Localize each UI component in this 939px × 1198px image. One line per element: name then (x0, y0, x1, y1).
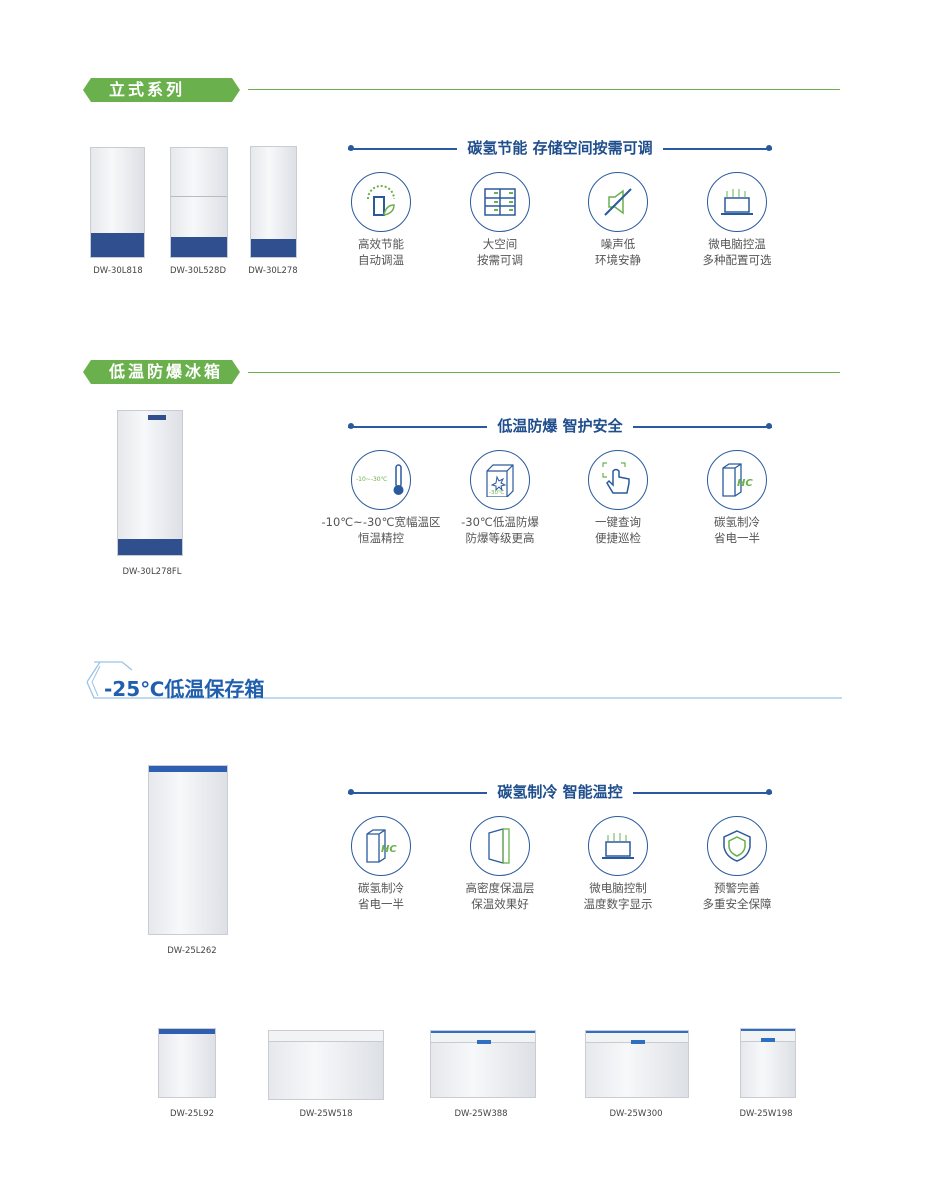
feature-item: 高效节能自动调温 (321, 172, 441, 268)
section-banner-outline (86, 661, 842, 699)
feature-item: 微电脑控制温度数字显示 (558, 816, 678, 912)
product-label: DW-25L262 (167, 946, 217, 956)
feature-item: 噪声低环境安静 (558, 172, 678, 268)
laptop-icon (707, 172, 767, 232)
product-label: DW-25W388 (454, 1109, 508, 1119)
product-image-dw-25w518 (268, 1030, 384, 1100)
product-label: DW-30L528D (170, 266, 226, 276)
tagline: 低温防爆 智护安全 (348, 417, 772, 435)
svg-text:HC: HC (381, 844, 397, 855)
feature-item: -10~-30℃-10℃~-30℃宽幅温区恒温精控 (321, 450, 441, 546)
shield-icon (707, 816, 767, 876)
product-image-dw-30l818 (90, 147, 145, 258)
feature-item: 大空间按需可调 (440, 172, 560, 268)
product-label: DW-25L92 (169, 1109, 215, 1119)
explosion-box-icon: -30℃ (470, 450, 530, 510)
energy-battery-icon (351, 172, 411, 232)
product-image-dw-30l278fl (117, 410, 183, 556)
product-label: DW-30L818 (93, 266, 143, 276)
hc-refrigerant-icon: HC (351, 816, 411, 876)
drawers-icon (470, 172, 530, 232)
product-label: DW-30L278FL (122, 567, 182, 577)
product-label: DW-30L278 (248, 266, 298, 276)
product-image-dw-30l278 (250, 146, 297, 258)
feature-item: 预警完善多重安全保障 (677, 816, 797, 912)
laptop-icon (588, 816, 648, 876)
touch-hand-icon (588, 450, 648, 510)
thermometer-icon: -10~-30℃ (351, 450, 411, 510)
product-label: DW-25W198 (739, 1109, 793, 1119)
mute-speaker-icon (588, 172, 648, 232)
svg-text:-30℃: -30℃ (489, 489, 504, 496)
svg-text:-10~-30℃: -10~-30℃ (356, 476, 388, 483)
section-banner-explosion-proof: 低温防爆冰箱 (83, 360, 240, 384)
product-image-dw-30l528d (170, 147, 228, 258)
section-title-minus25: -25℃低温保存箱 (104, 677, 265, 701)
feature-item: 高密度保温层保温效果好 (440, 816, 560, 912)
product-image-dw-25w198 (740, 1028, 796, 1098)
feature-item: 一键查询便捷巡检 (558, 450, 678, 546)
product-label: DW-25W300 (609, 1109, 663, 1119)
product-image-dw-25w388 (430, 1030, 536, 1098)
hc-refrigerant-icon: HC (707, 450, 767, 510)
insulation-layer-icon (470, 816, 530, 876)
product-image-dw-25l92 (158, 1028, 216, 1098)
product-image-dw-25w300 (585, 1030, 689, 1098)
feature-item: 微电脑控温多种配置可选 (677, 172, 797, 268)
feature-item: -30℃-30℃低温防爆防爆等级更高 (440, 450, 560, 546)
divider (248, 372, 840, 373)
tagline: 碳氢节能 存储空间按需可调 (348, 139, 772, 157)
tagline: 碳氢制冷 智能温控 (348, 783, 772, 801)
product-image-dw-25l262 (148, 765, 228, 935)
svg-text:HC: HC (737, 478, 753, 489)
section-banner-upright: 立式系列 (83, 78, 240, 102)
product-label: DW-25W518 (299, 1109, 353, 1119)
divider (248, 89, 840, 90)
